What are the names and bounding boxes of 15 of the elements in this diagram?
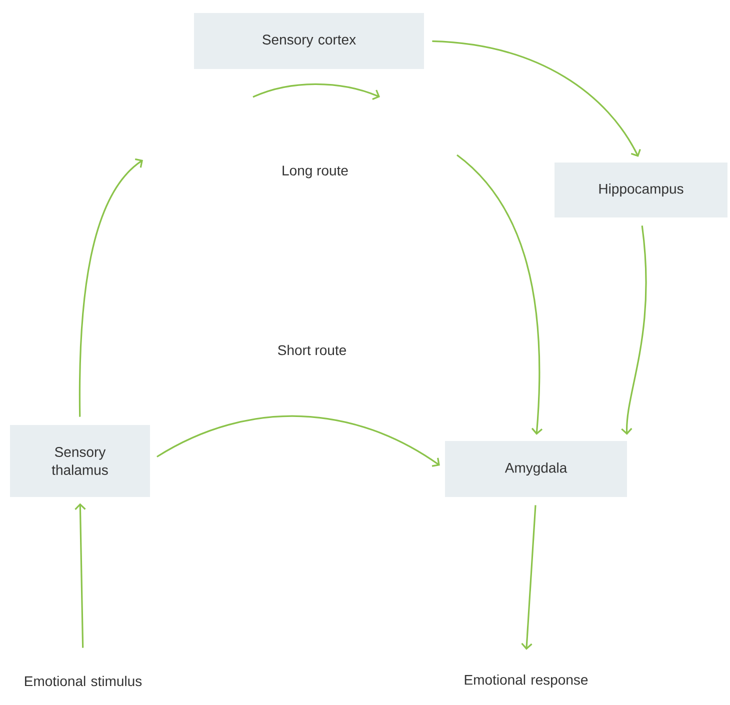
- arrow: [621, 226, 647, 435]
- route-label: Long route: [282, 166, 348, 178]
- process-box: Sensory thalamus: [10, 425, 150, 497]
- process-box: Amygdala: [445, 441, 627, 497]
- text-label: Emotional response: [464, 674, 588, 688]
- process-box: Hippocampus: [554, 162, 728, 218]
- route-label: Short route: [278, 344, 346, 356]
- arrow: [432, 40, 641, 157]
- arrow: [78, 158, 143, 417]
- process-box: Sensory cortex: [194, 13, 424, 69]
- arrow: [521, 505, 536, 650]
- arrow: [456, 154, 543, 435]
- arrow: [156, 415, 440, 467]
- arrow: [74, 503, 86, 648]
- text-label: Emotional stimulus: [25, 676, 142, 686]
